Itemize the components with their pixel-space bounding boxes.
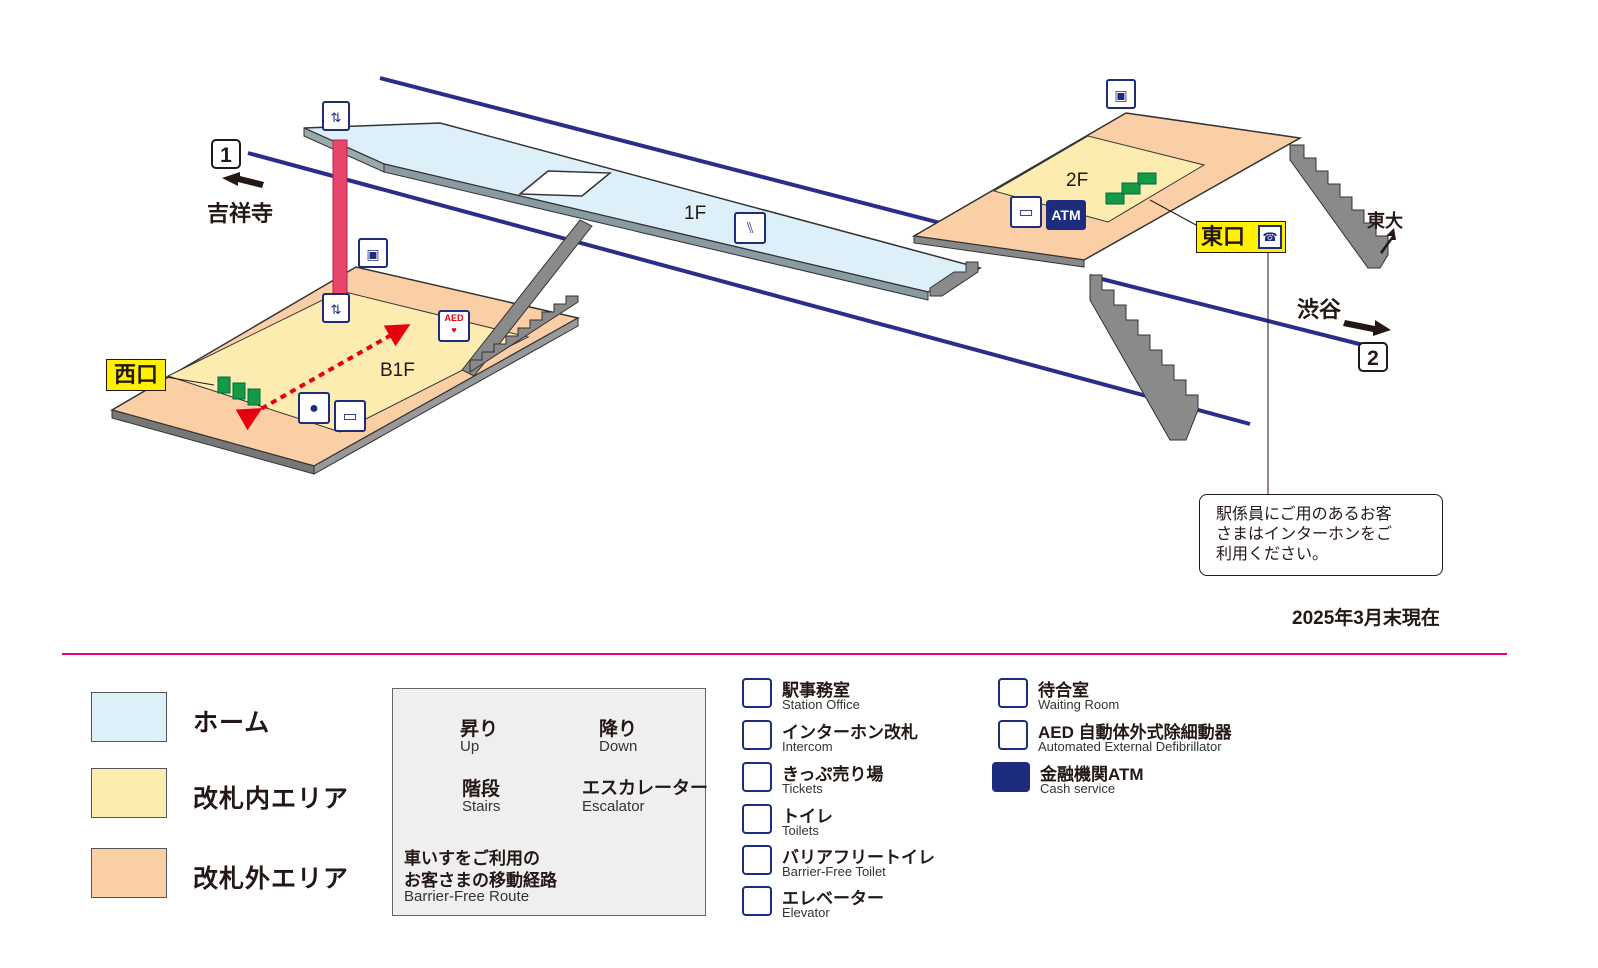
legend-escalator-label: エスカレーター xyxy=(582,778,708,798)
station-office-icon: ▣ xyxy=(1106,79,1136,109)
legend-swatch-platform xyxy=(91,692,167,742)
track-line xyxy=(1089,274,1384,352)
aed-label: AED xyxy=(444,313,464,323)
legend-stairs-en: Stairs xyxy=(462,798,501,815)
track-line xyxy=(247,151,1251,426)
kichijoji-arrow xyxy=(222,172,264,188)
legend-elevator-en: Elevator xyxy=(782,905,830,920)
tickets-icon: ▭ xyxy=(334,400,366,432)
stairs-2f-down xyxy=(1089,274,1199,441)
legend-stairs-label: 階段 xyxy=(462,779,501,800)
legend-symbol-box xyxy=(392,688,706,916)
as-of-date: 2025年3月末現在 xyxy=(1292,608,1440,629)
floor-label-b1f: B1F xyxy=(380,360,415,381)
legend-label-outside-gate: 改札外エリア xyxy=(193,865,350,893)
intercom-note-line: 駅係員にご用のあるお客 xyxy=(1216,506,1392,523)
intercom-note-line: 利用ください。 xyxy=(1216,546,1329,563)
legend-barrier-free-toilet-jp: バリアフリートイレ xyxy=(782,848,935,867)
station-office-icon: ▣ xyxy=(358,238,388,268)
intercom-note-line: さまはインターホンをご xyxy=(1216,526,1393,543)
elevator-shaft xyxy=(332,139,348,299)
legend-tickets-en: Tickets xyxy=(782,781,823,796)
stairs-platform-end xyxy=(929,261,979,297)
legend-swatch-outside-gate xyxy=(91,848,167,898)
waiting-room-icon xyxy=(998,678,1028,708)
legend-waiting-room-jp: 待合室 xyxy=(1038,681,1089,700)
legend-label-inside-gate: 改札内エリア xyxy=(193,785,350,813)
east-exit-label[interactable]: 東口 ☎ xyxy=(1196,221,1286,253)
legend-route-label-1: 車いすをご利用の xyxy=(404,849,540,868)
legend-aed-jp: AED 自動体外式除細動器 xyxy=(1038,723,1232,742)
platform-1f xyxy=(303,122,983,301)
intercom-icon xyxy=(742,720,772,750)
leader-line xyxy=(1149,199,1197,226)
legend-route-en: Barrier-Free Route xyxy=(404,888,530,905)
legend-escalator-en: Escalator xyxy=(582,798,645,815)
direction-todai: 東大 xyxy=(1367,211,1403,231)
legend-atm-jp: 金融機関ATM xyxy=(1040,765,1144,784)
atm-icon xyxy=(992,762,1030,792)
legend-aed-en: Automated External Defibrillator xyxy=(1038,739,1222,754)
tickets-icon xyxy=(742,762,772,792)
stairs-b1f-1f xyxy=(461,219,593,377)
atm-icon: ATM xyxy=(1046,200,1086,230)
legend-toilets-jp: トイレ xyxy=(782,807,833,826)
legend-barrier-free-toilet-en: Barrier-Free Toilet xyxy=(782,864,886,879)
legend-up-en: Up xyxy=(460,738,480,755)
station-office-icon xyxy=(742,678,772,708)
legend-station-office-jp: 駅事務室 xyxy=(782,681,850,700)
legend-label-platform: ホーム xyxy=(193,709,271,737)
legend-atm-en: Cash service xyxy=(1040,781,1116,796)
aed-icon: AED♥ xyxy=(438,310,470,342)
legend-station-office-en: Station Office xyxy=(782,697,860,712)
shibuya-arrow xyxy=(1343,320,1391,336)
legend-intercom-jp: インターホン改札 xyxy=(782,723,918,742)
legend-up-label: 昇り xyxy=(460,719,499,740)
aed-icon xyxy=(998,720,1028,750)
legend-swatch-inside-gate xyxy=(91,768,167,818)
east-exit-text: 東口 xyxy=(1201,224,1246,249)
legend-route-label-2: お客さまの移動経路 xyxy=(404,871,557,890)
track-line xyxy=(379,76,961,230)
exit-1-badge[interactable]: 1 xyxy=(211,139,241,169)
waiting-room-icon: ⑊ xyxy=(734,212,766,244)
stairs-todai xyxy=(1289,144,1389,269)
barrier-free-toilet-icon xyxy=(742,845,772,875)
tickets-icon: ▭ xyxy=(1010,196,1042,228)
exit-2-badge[interactable]: 2 xyxy=(1358,342,1388,372)
legend-down-label: 降り xyxy=(599,719,638,740)
elevator-icon: ⇅ xyxy=(322,293,350,323)
floor-label-2f: 2F xyxy=(1066,170,1089,191)
intercom-note: 駅係員にご用のあるお客 さまはインターホンをご 利用ください。 xyxy=(1199,494,1443,576)
intercom-icon: ☎ xyxy=(1258,225,1282,249)
floor-label-1f: 1F xyxy=(684,203,707,224)
toilets-icon xyxy=(742,804,772,834)
legend-toilets-en: Toilets xyxy=(782,823,819,838)
direction-shibuya: 渋谷 xyxy=(1297,297,1342,322)
legend-intercom-en: Intercom xyxy=(782,739,833,754)
legend-tickets-jp: きっぷ売り場 xyxy=(782,765,884,784)
station-office-icon: ● xyxy=(298,392,330,424)
ticket-gates-east xyxy=(1105,172,1157,205)
direction-kichijoji: 吉祥寺 xyxy=(207,201,274,226)
leader-line xyxy=(159,375,215,386)
legend-down-en: Down xyxy=(599,738,638,755)
elevator-icon xyxy=(742,886,772,916)
elevator-icon: ⇅ xyxy=(322,101,350,131)
todai-arrow xyxy=(1380,228,1396,254)
legend-elevator-jp: エレベーター xyxy=(782,889,884,908)
west-exit-label[interactable]: 西口 xyxy=(106,359,166,391)
legend-waiting-room-en: Waiting Room xyxy=(1038,697,1120,712)
